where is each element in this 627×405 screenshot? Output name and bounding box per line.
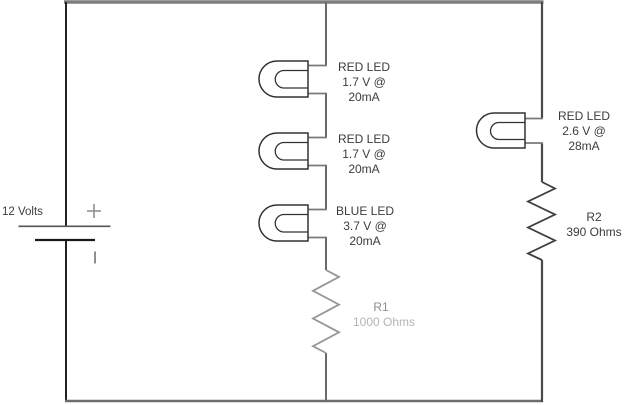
led-voltage: 1.7 V @ <box>342 75 386 89</box>
battery-label: 12 Volts <box>2 206 43 218</box>
led-branch-right: RED LED 2.6 V @ 28mA R2 390 Ohms <box>475 2 622 402</box>
led-branch-middle: RED LED 1.7 V @ 20mA RED LED 1.7 V @ 20m… <box>258 2 415 402</box>
led-lens <box>489 121 525 141</box>
led-name: RED LED <box>338 60 390 74</box>
led-body <box>258 60 309 98</box>
resistor-r2: R2 390 Ohms <box>525 181 622 261</box>
resistor-r1: R1 1000 Ohms <box>311 269 415 354</box>
led-body <box>258 204 309 242</box>
resistor-zigzag <box>311 269 341 354</box>
led-name: RED LED <box>338 132 390 146</box>
led-red-1: RED LED 1.7 V @ 20mA <box>258 60 390 104</box>
resistor-value: 1000 Ohms <box>353 315 415 329</box>
led-blue-1: BLUE LED 3.7 V @ 20mA <box>258 204 394 248</box>
resistor-zigzag <box>525 181 558 261</box>
circuit-loop <box>64 0 544 403</box>
led-body <box>475 112 526 149</box>
led-voltage: 3.7 V @ <box>343 219 387 233</box>
resistor-label: R2 <box>586 210 602 224</box>
led-lens <box>274 69 308 89</box>
battery: 12 Volts <box>2 204 111 264</box>
led-name: BLUE LED <box>336 204 394 218</box>
led-lens <box>274 141 308 161</box>
resistor-label: R1 <box>373 300 389 314</box>
led-body <box>258 132 309 170</box>
led-lens <box>274 213 308 233</box>
led-name: RED LED <box>558 109 610 123</box>
led-current: 20mA <box>349 234 380 248</box>
led-current: 20mA <box>348 90 379 104</box>
led-voltage: 2.6 V @ <box>562 124 606 138</box>
battery-plus-icon <box>87 204 101 218</box>
led-red-2: RED LED 1.7 V @ 20mA <box>258 132 390 176</box>
led-voltage: 1.7 V @ <box>342 147 386 161</box>
led-red-3: RED LED 2.6 V @ 28mA <box>475 109 610 153</box>
led-current: 20mA <box>348 162 379 176</box>
resistor-value: 390 Ohms <box>566 225 621 239</box>
led-current: 28mA <box>568 139 599 153</box>
